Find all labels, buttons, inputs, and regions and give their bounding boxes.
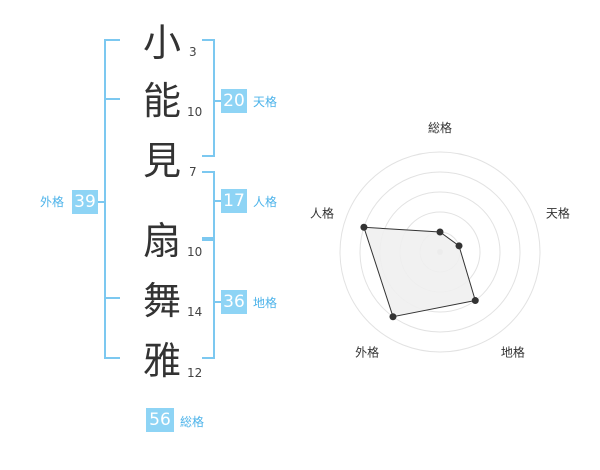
jinkaku-label: 人格 [253, 195, 278, 209]
jinkaku-value: 17 [221, 189, 247, 213]
soukaku-label: 総格 [180, 415, 205, 429]
radar-axis-label-5: 人格 [310, 206, 334, 221]
soukaku-value: 56 [146, 408, 174, 432]
tenkaku-label: 天格 [253, 95, 278, 109]
stroke-count-3: 7 [189, 165, 197, 179]
name-char-1: 小 [142, 21, 181, 65]
radar-point-4 [389, 313, 397, 321]
radar-axis-label-1: 総格 [428, 120, 452, 135]
name-char-3: 見 [142, 139, 181, 183]
gaikaku-bracket [104, 39, 120, 359]
radar-grid-ring-4 [359, 171, 521, 333]
chikaku-value: 36 [221, 290, 247, 314]
radar-point-3 [471, 297, 479, 305]
gaikaku-label: 外格 [40, 195, 65, 209]
chikaku-label: 地格 [253, 296, 278, 310]
radar-axis-label-4: 外格 [355, 344, 379, 359]
radar-point-2 [455, 242, 463, 250]
radar-axis-label-2: 天格 [546, 206, 570, 221]
stroke-count-6: 12 [187, 366, 203, 380]
name-char-4: 扇 [142, 219, 181, 263]
jinkaku-bracket [202, 171, 215, 239]
name-char-5: 舞 [142, 279, 181, 323]
stroke-count-1: 3 [189, 45, 197, 59]
stroke-count-2: 10 [187, 105, 203, 119]
chikaku-bracket [202, 239, 215, 359]
tenkaku-bracket [202, 39, 215, 157]
radar-series-polygon [363, 226, 476, 318]
name-char-2: 能 [142, 79, 181, 123]
radar-axis-label-3: 地格 [501, 344, 525, 359]
radar-point-5 [360, 223, 368, 231]
radar-point-1 [436, 228, 444, 236]
radar-grid-ring-5 [339, 151, 541, 353]
name-char-6: 雅 [142, 339, 181, 383]
gaikaku-value: 39 [72, 190, 98, 214]
stroke-count-5: 14 [187, 305, 203, 319]
stroke-count-4: 10 [187, 245, 203, 259]
tenkaku-value: 20 [221, 89, 247, 113]
